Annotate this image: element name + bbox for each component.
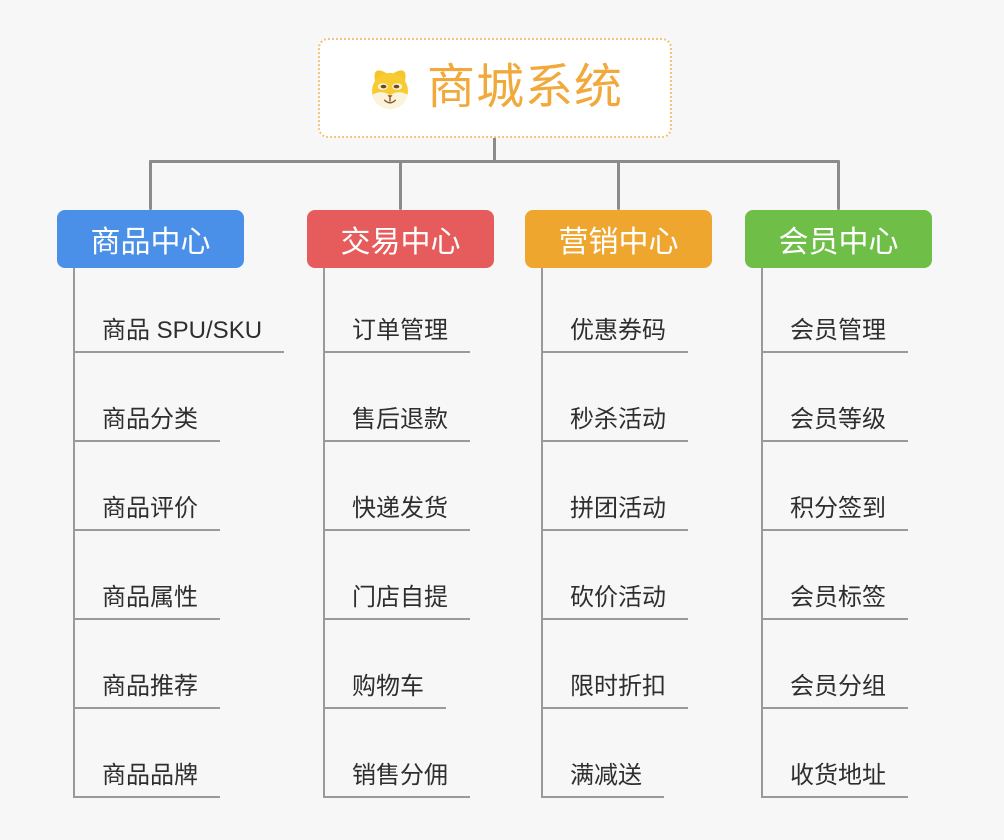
tree-item[interactable]: 销售分佣	[325, 709, 470, 798]
tree-item-label: 收货地址	[790, 762, 886, 789]
branch-items: 会员管理会员等级积分签到会员标签会员分组收货地址	[761, 266, 932, 798]
tree-item[interactable]: 积分签到	[763, 442, 908, 531]
tree-item-label: 限时折扣	[570, 673, 666, 700]
tree-item-label: 会员等级	[790, 406, 886, 433]
tree-item-label: 拼团活动	[570, 495, 666, 522]
tree-item-label: 秒杀活动	[570, 406, 666, 433]
tree-item[interactable]: 砍价活动	[543, 531, 688, 620]
tree-item-label: 优惠券码	[570, 317, 666, 344]
tree-item[interactable]: 收货地址	[763, 709, 908, 798]
branch-items: 商品 SPU/SKU 商品分类商品评价商品属性商品推荐商品品牌	[73, 266, 285, 798]
connector-root-stub	[493, 136, 496, 163]
tree-item[interactable]: 会员标签	[763, 531, 908, 620]
branch-items: 优惠券码秒杀活动拼团活动砍价活动限时折扣满减送	[541, 266, 712, 798]
connector-drop	[617, 160, 620, 210]
dog-face-icon	[367, 65, 413, 111]
tree-item[interactable]: 商品推荐	[75, 620, 220, 709]
tree-item[interactable]: 快递发货	[325, 442, 470, 531]
tree-item-label: 销售分佣	[352, 762, 448, 789]
branch-box[interactable]: 营销中心	[525, 210, 712, 268]
branch-items: 订单管理售后退款快递发货门店自提购物车销售分佣	[323, 266, 494, 798]
tree-item[interactable]: 优惠券码	[543, 266, 688, 353]
tree-item[interactable]: 会员分组	[763, 620, 908, 709]
tree-item[interactable]: 会员管理	[763, 266, 908, 353]
tree-item[interactable]: 会员等级	[763, 353, 908, 442]
branch-box[interactable]: 交易中心	[307, 210, 494, 268]
root-node[interactable]: 商城系统	[318, 38, 672, 138]
branch: 营销中心 优惠券码秒杀活动拼团活动砍价活动限时折扣满减送	[525, 210, 712, 798]
tree-item-label: 门店自提	[352, 584, 448, 611]
tree-item[interactable]: 商品 SPU/SKU	[75, 266, 285, 353]
branch: 会员中心 会员管理会员等级积分签到会员标签会员分组收货地址	[745, 210, 932, 798]
tree-item-label: 商品品牌	[102, 762, 198, 789]
tree-item-label: 积分签到	[790, 495, 886, 522]
branch-box[interactable]: 会员中心	[745, 210, 932, 268]
tree-item-label: 订单管理	[352, 317, 448, 344]
branch: 商品中心 商品 SPU/SKU 商品分类商品评价商品属性商品推荐商品品牌	[57, 210, 285, 798]
connector-drop	[399, 160, 402, 210]
tree-item-label: 砍价活动	[570, 584, 666, 611]
branch-box[interactable]: 商品中心	[57, 210, 244, 268]
root-title: 商城系统	[426, 61, 623, 114]
branch-label: 会员中心	[778, 226, 899, 259]
tree-item[interactable]: 限时折扣	[543, 620, 688, 709]
tree-item[interactable]: 商品品牌	[75, 709, 220, 798]
tree-item-label: 会员标签	[790, 584, 886, 611]
tree-item-label: 会员分组	[790, 673, 886, 700]
tree-item-label: 快递发货	[352, 495, 448, 522]
tree-item[interactable]: 门店自提	[325, 531, 470, 620]
tree-item-label: 满减送	[570, 762, 642, 789]
tree-item[interactable]: 购物车	[325, 620, 446, 709]
tree-item-label: 商品 SPU/SKU	[102, 317, 263, 344]
branch-label: 营销中心	[558, 226, 679, 259]
tree-item-label: 会员管理	[790, 317, 886, 344]
tree-item[interactable]: 满减送	[543, 709, 664, 798]
connector-drop	[837, 160, 840, 210]
tree-item[interactable]: 商品分类	[75, 353, 220, 442]
branch-label: 交易中心	[340, 226, 461, 259]
tree-item[interactable]: 商品属性	[75, 531, 220, 620]
tree-item-label: 商品推荐	[102, 673, 198, 700]
tree-item[interactable]: 订单管理	[325, 266, 470, 353]
tree-item[interactable]: 拼团活动	[543, 442, 688, 531]
tree-item-label: 商品分类	[102, 406, 198, 433]
branch: 交易中心 订单管理售后退款快递发货门店自提购物车销售分佣	[307, 210, 494, 798]
tree-item-label: 商品属性	[102, 584, 198, 611]
branch-label: 商品中心	[90, 226, 211, 259]
connector-drop	[149, 160, 152, 210]
tree-item[interactable]: 商品评价	[75, 442, 220, 531]
tree-item[interactable]: 售后退款	[325, 353, 470, 442]
tree-item-label: 购物车	[352, 673, 424, 700]
tree-item-label: 售后退款	[352, 406, 448, 433]
tree-item-label: 商品评价	[102, 495, 198, 522]
tree-item[interactable]: 秒杀活动	[543, 353, 688, 442]
